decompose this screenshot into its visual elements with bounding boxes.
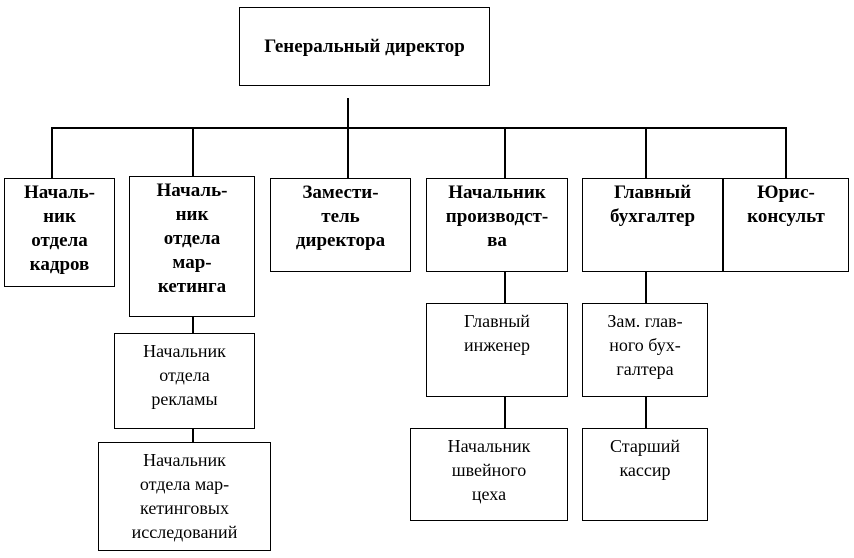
connector-marketing-advertising bbox=[192, 316, 194, 333]
connector-deputy-cashier bbox=[645, 396, 647, 428]
node-label: Началь- ник отдела мар- кетинга bbox=[156, 180, 228, 297]
connector-drop-marketing bbox=[192, 127, 194, 176]
node-label: Начальник швейного цеха bbox=[447, 436, 531, 504]
connector-accountant-deputy bbox=[645, 271, 647, 303]
node-label: Начальник производст- ва bbox=[445, 182, 549, 251]
connector-drop-hr bbox=[51, 127, 53, 178]
connector-drop-accountant bbox=[645, 127, 647, 178]
node-label: Начальник отдела мар- кетинговых исследо… bbox=[131, 450, 238, 542]
connector-production-engineer bbox=[504, 271, 506, 303]
node-label: Зам. глав- ного бух- галтера bbox=[607, 311, 683, 379]
node-head-sewing-shop: Начальник швейного цеха bbox=[410, 428, 568, 521]
connector-drop-legal bbox=[785, 127, 787, 178]
node-deputy-chief-accountant: Зам. глав- ного бух- галтера bbox=[582, 303, 708, 397]
connector-drop-production bbox=[504, 127, 506, 178]
node-head-production: Начальник производст- ва bbox=[426, 178, 568, 272]
node-chief-accountant: Главный бухгалтер bbox=[582, 178, 723, 272]
node-label: Началь- ник отдела кадров bbox=[24, 182, 95, 275]
node-chief-engineer: Главный инженер bbox=[426, 303, 568, 397]
node-label: Генеральный директор bbox=[264, 35, 465, 57]
node-legal-counsel: Юрис- консульт bbox=[723, 178, 849, 272]
node-deputy-director: Замести- тель директора bbox=[270, 178, 411, 272]
node-label: Замести- тель директора bbox=[295, 182, 386, 251]
node-senior-cashier: Старший кассир bbox=[582, 428, 708, 521]
node-label: Юрис- консульт bbox=[747, 182, 825, 227]
connector-root-down bbox=[347, 98, 349, 128]
node-label: Главный бухгалтер bbox=[609, 182, 696, 227]
node-label: Главный инженер bbox=[463, 311, 531, 355]
node-head-advertising: Начальник отдела рекламы bbox=[114, 333, 255, 429]
node-label: Старший кассир bbox=[610, 436, 680, 480]
node-head-hr: Началь- ник отдела кадров bbox=[4, 178, 115, 287]
connector-horizontal-bus bbox=[51, 127, 786, 129]
connector-advertising-research bbox=[192, 428, 194, 442]
node-label: Начальник отдела рекламы bbox=[143, 341, 226, 409]
node-head-marketing: Началь- ник отдела мар- кетинга bbox=[129, 176, 255, 317]
connector-drop-deputy bbox=[347, 127, 349, 178]
node-head-marketing-research: Начальник отдела мар- кетинговых исследо… bbox=[98, 442, 271, 551]
connector-engineer-sewing bbox=[504, 396, 506, 428]
node-general-director: Генеральный директор bbox=[239, 7, 490, 86]
